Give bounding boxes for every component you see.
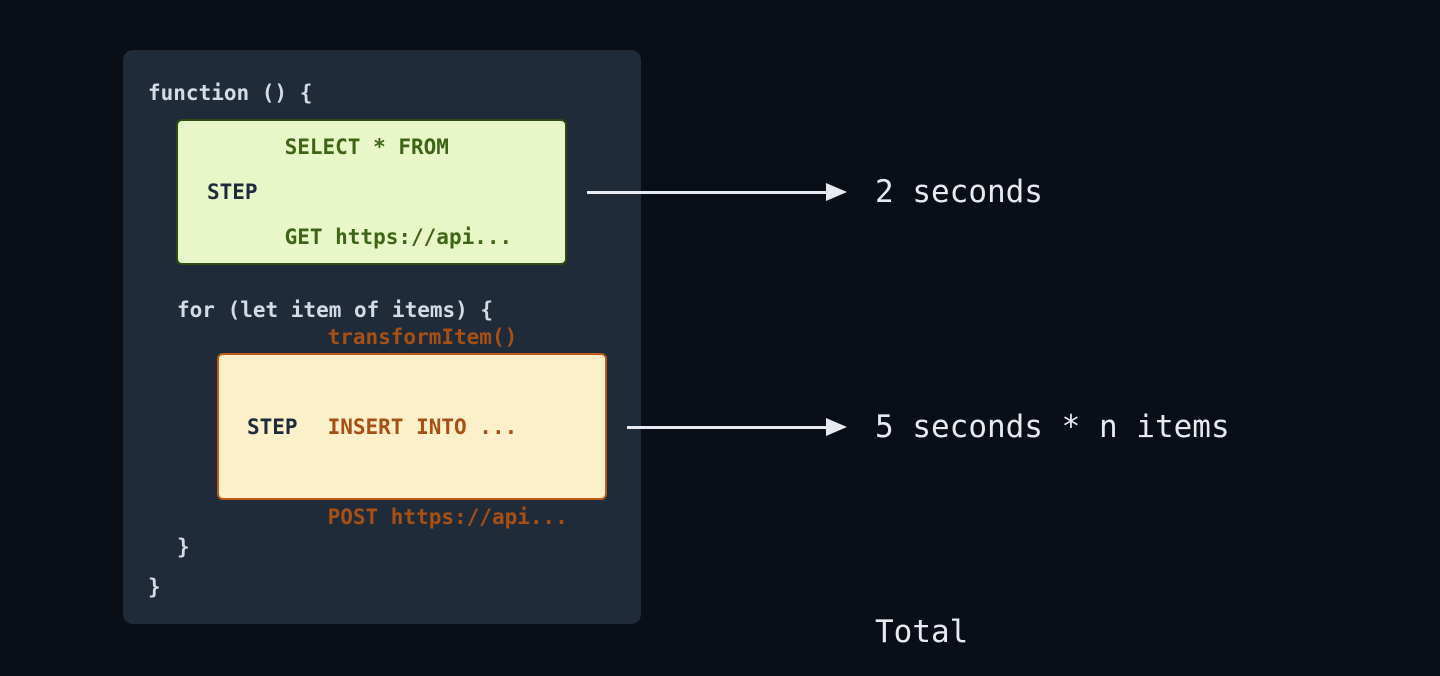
step2-arrow-right-icon xyxy=(627,418,847,436)
step-label: STEP xyxy=(207,180,258,204)
arrow-shaft xyxy=(627,425,826,429)
function-open-line: function () { xyxy=(148,81,313,105)
step-code-line: GET https://api... xyxy=(284,225,513,249)
load-step-box: STEP transformItem() INSERT INTO ... POS… xyxy=(217,325,607,529)
step-code-line: SELECT * FROM xyxy=(284,135,449,159)
total-summary: Total 100 items = 502 seconds xyxy=(875,530,1304,676)
step-code-line: transformItem() xyxy=(327,324,518,349)
extract-step-code: SELECT * FROM GET https://api... xyxy=(285,72,513,312)
code-panel: function () { STEP SELECT * FROM GET htt… xyxy=(123,50,641,624)
step1-duration-label: 2 seconds xyxy=(875,174,1043,210)
arrow-shaft xyxy=(587,190,826,194)
step-code-line: INSERT INTO ... xyxy=(327,414,518,439)
total-label: Total xyxy=(875,614,969,650)
step-label: STEP xyxy=(247,414,298,439)
step1-arrow-right-icon xyxy=(587,183,847,201)
for-open-line: for (let item of items) { xyxy=(177,298,494,322)
arrow-head-icon xyxy=(826,418,847,436)
step-code-line: POST https://api... xyxy=(327,504,568,529)
arrow-head-icon xyxy=(826,183,847,201)
extract-step-box: STEP SELECT * FROM GET https://api... xyxy=(176,119,567,265)
for-close-line: } xyxy=(177,535,190,559)
function-close-line: } xyxy=(148,575,161,599)
load-step-code: transformItem() INSERT INTO ... POST htt… xyxy=(328,262,568,592)
step2-duration-label: 5 seconds * n items xyxy=(875,409,1230,445)
